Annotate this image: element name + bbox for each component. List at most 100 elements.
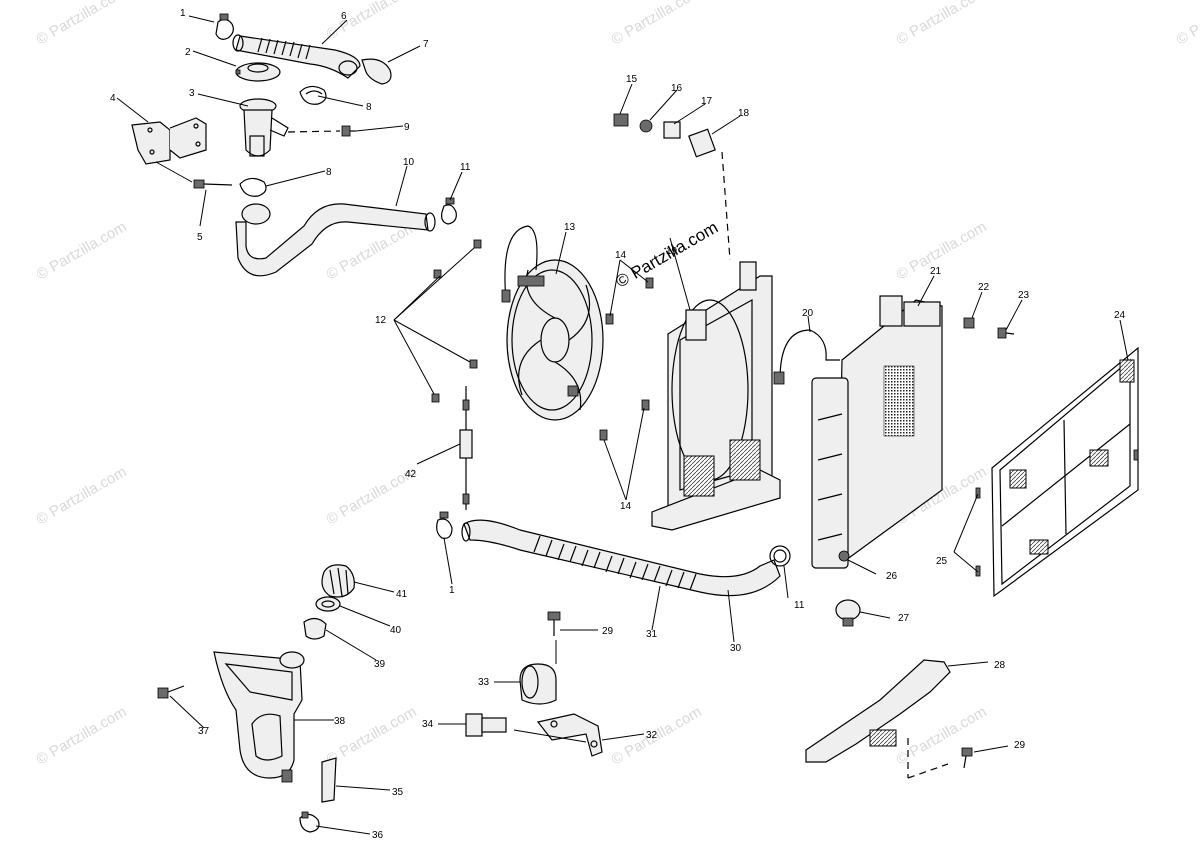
watermark: © Partzilla.com [894, 218, 990, 283]
bolt-23[interactable] [997, 327, 1015, 339]
callout-3: 3 [189, 88, 195, 99]
callout-5: 5 [197, 232, 203, 243]
mount-bracket[interactable] [131, 117, 207, 165]
lower-hose-10[interactable] [235, 203, 436, 277]
callout-14: 14 [615, 250, 627, 261]
callout-11: 11 [460, 162, 471, 173]
callout-8: 8 [366, 102, 372, 113]
callout-12: 12 [375, 315, 387, 326]
watermark: © Partzilla.com [34, 218, 130, 283]
connector-42[interactable] [459, 386, 473, 510]
callout-29: 29 [602, 626, 614, 637]
seal-40[interactable] [315, 596, 341, 612]
callout-23: 23 [1018, 290, 1030, 301]
filler-neck[interactable] [239, 98, 289, 157]
callout-10: 10 [403, 157, 415, 168]
reservoir-cap[interactable] [321, 564, 355, 598]
bushing-33[interactable] [519, 663, 557, 705]
clamp-36[interactable] [299, 811, 320, 833]
callout-27: 27 [898, 613, 910, 624]
callout-32: 32 [646, 730, 658, 741]
callout-31: 31 [646, 629, 658, 640]
callout-19: 19 [666, 246, 678, 257]
watermark: © Partzilla.com [324, 703, 420, 768]
overflow-hose[interactable] [321, 757, 337, 803]
clamp-11-upper[interactable] [441, 197, 457, 225]
callout-36: 36 [372, 830, 384, 841]
callout-16: 16 [671, 83, 683, 94]
callout-42: 42 [405, 469, 417, 480]
callout-29: 29 [1014, 740, 1026, 751]
watermark: © Partzilla.com [34, 703, 130, 768]
callout-38: 38 [334, 716, 346, 727]
callout-4: 4 [110, 93, 116, 104]
radiator-screen[interactable] [975, 346, 1139, 598]
watermark: © Partzilla.com [609, 0, 705, 48]
callout-7: 7 [423, 39, 429, 50]
callout-25: 25 [936, 556, 948, 567]
radiator-cap[interactable] [235, 62, 281, 82]
callout-39: 39 [374, 659, 386, 670]
callout-34: 34 [422, 719, 434, 730]
bolt-5[interactable] [193, 179, 233, 189]
screw-9[interactable] [341, 125, 356, 137]
hose-elbow[interactable] [361, 58, 392, 85]
callout-15: 15 [626, 74, 638, 85]
watermark: © Partzilla.com [1174, 0, 1200, 48]
bolt-37[interactable] [157, 685, 185, 699]
callout-30: 30 [730, 643, 742, 654]
bolt-29-right[interactable] [961, 747, 973, 769]
callout-8: 8 [326, 167, 332, 178]
bolt-34[interactable] [465, 713, 507, 737]
callout-14: 14 [620, 501, 632, 512]
callout-24: 24 [1114, 310, 1126, 321]
bolt-29-center[interactable] [547, 611, 561, 636]
callout-labels: 1 2 3 4 5 6 7 8 9 8 10 11 12 13 14 14 15… [110, 8, 1126, 841]
callout-2: 2 [185, 47, 191, 58]
fan-shroud[interactable] [651, 261, 781, 531]
callout-6: 6 [341, 11, 347, 22]
clamp-top[interactable] [215, 13, 234, 40]
callout-17: 17 [701, 96, 713, 107]
callout-1: 1 [180, 8, 186, 19]
callout-9: 9 [404, 122, 410, 133]
callout-41: 41 [396, 589, 408, 600]
nut-22[interactable] [963, 317, 975, 329]
callout-11: 11 [794, 600, 805, 611]
callout-33: 33 [478, 677, 490, 688]
radiator[interactable] [811, 295, 943, 569]
watermark: © Partzilla.com [34, 463, 130, 528]
clamp-11-lower[interactable] [769, 545, 791, 567]
callout-40: 40 [390, 625, 402, 636]
callout-20: 20 [802, 308, 814, 319]
clips-14[interactable] [599, 277, 654, 441]
callout-13: 13 [564, 222, 576, 233]
mount-hardware[interactable] [613, 113, 716, 158]
callout-21: 21 [930, 266, 942, 277]
watermark: © Partzilla.com [324, 0, 420, 43]
cooling-fan[interactable] [501, 225, 604, 421]
callout-37: 37 [198, 726, 210, 737]
callout-22: 22 [978, 282, 990, 293]
upper-hose[interactable] [232, 34, 361, 79]
bracket-32[interactable] [536, 713, 603, 757]
clamp-lower[interactable] [239, 177, 267, 197]
bolts-12[interactable] [431, 239, 482, 403]
callout-18: 18 [738, 108, 750, 119]
clamp-lower-1[interactable] [436, 511, 453, 539]
sensor-wire[interactable] [773, 329, 840, 385]
leader-lines [116, 15, 1129, 835]
fitting-39[interactable] [303, 617, 327, 640]
drain-plug[interactable] [835, 599, 861, 627]
lower-bracket[interactable] [805, 659, 951, 763]
clamp-upper[interactable] [299, 85, 327, 105]
lower-radiator-hose[interactable] [461, 519, 781, 597]
callout-26: 26 [886, 571, 898, 582]
watermark: © Partzilla.com [894, 703, 990, 768]
callout-28: 28 [994, 660, 1006, 671]
watermark: © Partzilla.com [894, 0, 990, 48]
coolant-reservoir[interactable] [213, 651, 305, 783]
callout-1: 1 [449, 585, 455, 596]
watermark: © Partzilla.com [34, 0, 130, 48]
